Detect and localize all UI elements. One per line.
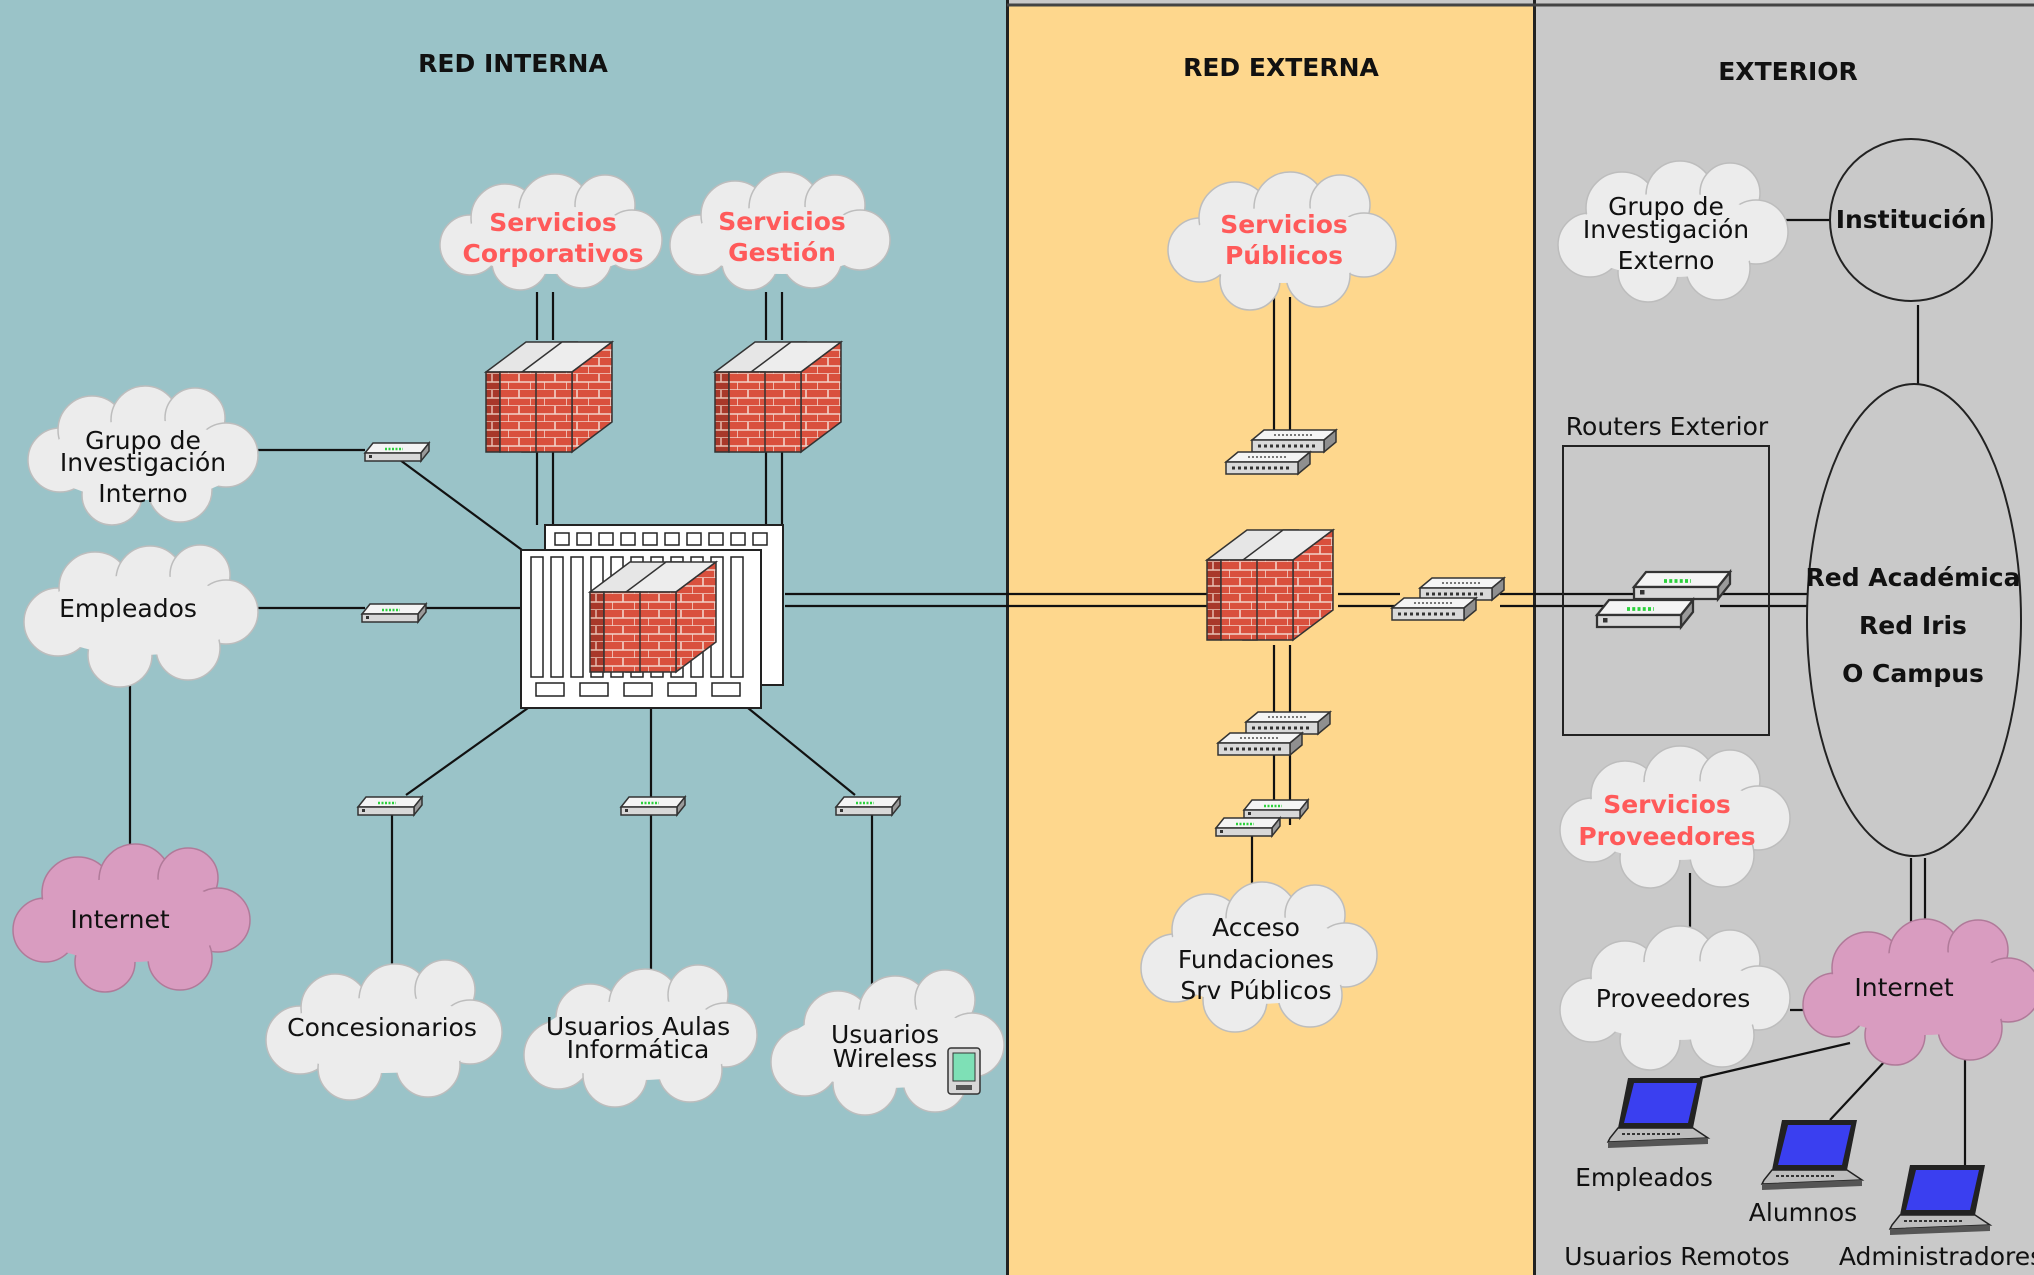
label-routers-exterior: Routers Exterior [1566,412,1769,441]
cloud-internet-exterior [1802,918,2034,1066]
label-usuarios-aulas-2: Informática [567,1035,710,1064]
label-servicios-publicos-1: Servicios [1220,210,1348,239]
cloud-servicios-corporativos [439,173,663,291]
label-institucion: Institución [1836,205,1987,234]
label-empleados-interno: Empleados [59,594,197,623]
cloud-usuarios-aulas [523,964,758,1108]
router-concesionarios-icon [356,795,424,817]
cloud-servicios-gestion [669,171,891,291]
switch-ext-4-icon [1390,596,1478,622]
switch-ext-6-icon [1216,731,1304,757]
label-servicios-proveedores-2: Proveedores [1578,822,1755,851]
router-ext-1-icon [1242,798,1310,820]
label-red-academica-3: O Campus [1842,659,1984,688]
label-usuarios-aulas-1: Usuarios Aulas [546,1012,730,1041]
label-servicios-corporativos-2: Corporativos [463,239,644,268]
label-grupo-externo-3: Externo [1618,246,1715,275]
label-usuarios-wireless-1: Usuarios [831,1020,939,1049]
label-grupo-interno-3: Interno [98,479,187,508]
firewall-corporativos-icon [485,341,613,453]
cloud-acceso-fundaciones [1140,881,1378,1033]
label-servicios-publicos-2: Públicos [1225,241,1343,270]
router-empleados-icon [360,602,428,624]
cloud-grupo-interno [27,385,259,526]
switch-ext-5-icon [1244,710,1332,736]
label-acceso-3: Srv Públicos [1180,976,1331,1005]
pda-icon [947,1047,981,1095]
label-usuarios-remotos: Usuarios Remotos [1564,1242,1789,1271]
cloud-servicios-proveedores [1559,745,1791,889]
label-concesionarios: Concesionarios [287,1013,477,1042]
label-empleados-exterior: Empleados [1575,1163,1713,1192]
label-servicios-corporativos-1: Servicios [489,208,617,237]
router-exterior-1-icon [1632,570,1732,601]
institucion-node [1829,138,1993,302]
core-firewall-icon [589,561,717,673]
router-ext-2-icon [1214,816,1282,838]
red-interna-title: RED INTERNA [418,49,608,78]
firewall-externo-icon [1206,529,1334,641]
cloud-empleados-interno [23,544,259,688]
red-externa-title: RED EXTERNA [1183,53,1379,82]
label-acceso-1: Acceso [1212,913,1300,942]
router-aulas-icon [619,795,687,817]
label-servicios-gestion-2: Gestión [728,238,836,267]
label-red-academica-1: Red Académica [1805,563,2020,592]
cloud-grupo-externo [1557,160,1789,303]
exterior-title: EXTERIOR [1718,57,1858,86]
label-grupo-externo-2: Investigación [1583,215,1749,244]
cloud-proveedores [1559,925,1791,1071]
label-usuarios-wireless-2: Wireless [833,1044,938,1073]
router-exterior-2-icon [1595,598,1695,629]
label-grupo-interno-1: Grupo de [85,426,201,455]
label-servicios-proveedores-1: Servicios [1603,790,1731,819]
label-proveedores: Proveedores [1596,984,1751,1013]
red-academica-node [1806,383,2022,857]
label-servicios-gestion-1: Servicios [718,207,846,236]
label-administradores: Administradores [1839,1242,2034,1271]
label-internet-exterior: Internet [1854,973,1953,1002]
label-acceso-2: Fundaciones [1178,945,1334,974]
cloud-concesionarios [265,959,503,1101]
router-grupo-interno-icon [363,441,431,463]
cloud-internet-interno [12,843,251,993]
label-red-academica-2: Red Iris [1859,611,1967,640]
switch-ext-1-icon [1250,428,1338,454]
label-grupo-externo-1: Grupo de [1608,192,1724,221]
label-internet-interno: Internet [70,905,169,934]
switch-ext-3-icon [1418,576,1506,602]
switch-ext-2-icon [1224,450,1312,476]
router-wireless-icon [834,795,902,817]
connection-lines [128,218,1967,1165]
firewall-gestion-icon [714,341,842,453]
routers-exterior-box [1562,445,1770,736]
label-grupo-interno-2: Investigación [60,448,226,477]
label-alumnos: Alumnos [1749,1198,1857,1227]
cloud-servicios-publicos [1167,171,1397,311]
